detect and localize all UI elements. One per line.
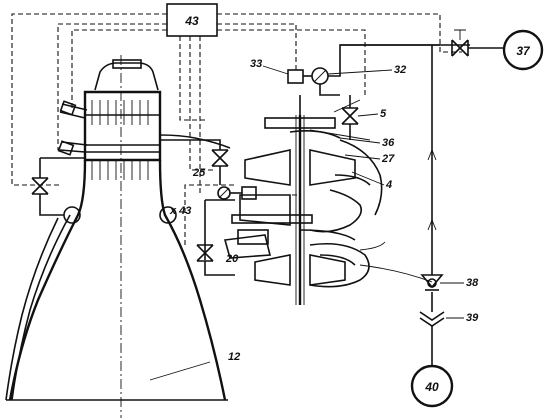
- label-32: 32: [394, 64, 406, 76]
- control-unit-43: 43: [166, 3, 218, 37]
- label-12: 12: [228, 351, 240, 363]
- label-x43: x 43: [169, 205, 191, 217]
- label-38: 38: [466, 277, 479, 289]
- label-27: 27: [381, 153, 395, 165]
- label-37: 37: [516, 44, 531, 58]
- label-43: 43: [184, 14, 199, 28]
- top-feed: [287, 44, 440, 141]
- label-39: 39: [466, 312, 479, 324]
- label-4: 4: [385, 179, 392, 191]
- tank-37: [502, 29, 544, 71]
- gas-lines: [159, 134, 257, 276]
- label-33: 33: [250, 58, 262, 70]
- label-40: 40: [424, 380, 439, 394]
- left-valve: [31, 157, 85, 216]
- tank-40: [410, 364, 454, 408]
- label-20: 20: [225, 253, 239, 265]
- dashed-control-lines: [11, 13, 462, 245]
- main-feed: 37 40: [340, 29, 544, 408]
- nozzle-12: 12: [5, 159, 240, 401]
- combustion-chamber: [57, 55, 162, 418]
- label-36: 36: [382, 137, 395, 149]
- callouts: 33 32 5 36 27 4 25 x 43 20 38 39: [169, 58, 479, 324]
- label-25: 25: [192, 167, 206, 179]
- turbopump: [223, 115, 383, 305]
- label-5: 5: [380, 108, 387, 120]
